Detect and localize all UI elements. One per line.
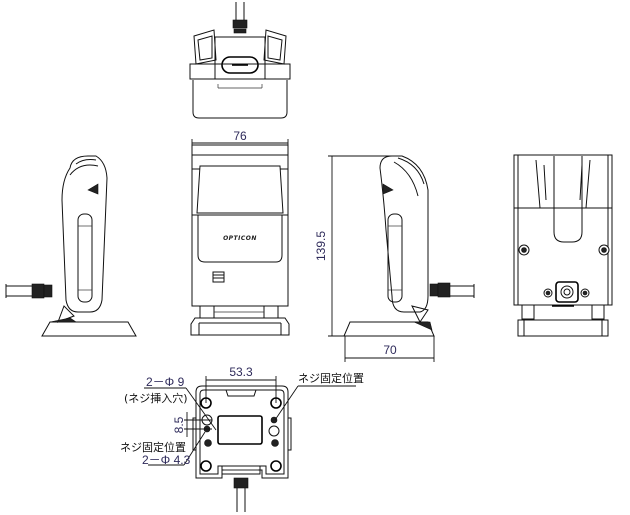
top-view bbox=[189, 2, 291, 119]
insert-hole-count-label: 2－Φ 9 bbox=[146, 375, 185, 389]
dim-height-label: 139.5 bbox=[314, 231, 328, 261]
fix-hole-count-label: 2－Φ 4.3 bbox=[142, 453, 191, 467]
dim-slot-offset-label: 8.5 bbox=[172, 416, 186, 433]
insert-hole-note-label: (ネジ挿入穴) bbox=[124, 391, 188, 405]
bottom-view: 53.3 8.5 bbox=[120, 365, 364, 512]
fix-position-right-label: ネジ固定位置 bbox=[298, 371, 364, 385]
rear-view bbox=[513, 154, 613, 337]
left-side-view bbox=[5, 155, 137, 337]
dim-depth-label: 70 bbox=[383, 343, 397, 357]
right-side-view: 139.5 70 bbox=[314, 155, 475, 362]
dim-pitch-label: 53.3 bbox=[229, 365, 253, 379]
front-view: 76 OPTICON bbox=[190, 129, 290, 336]
fix-position-left-label: ネジ固定位置 bbox=[120, 440, 186, 454]
dim-width-label: 76 bbox=[233, 129, 247, 143]
brand-logo: OPTICON bbox=[223, 235, 257, 242]
